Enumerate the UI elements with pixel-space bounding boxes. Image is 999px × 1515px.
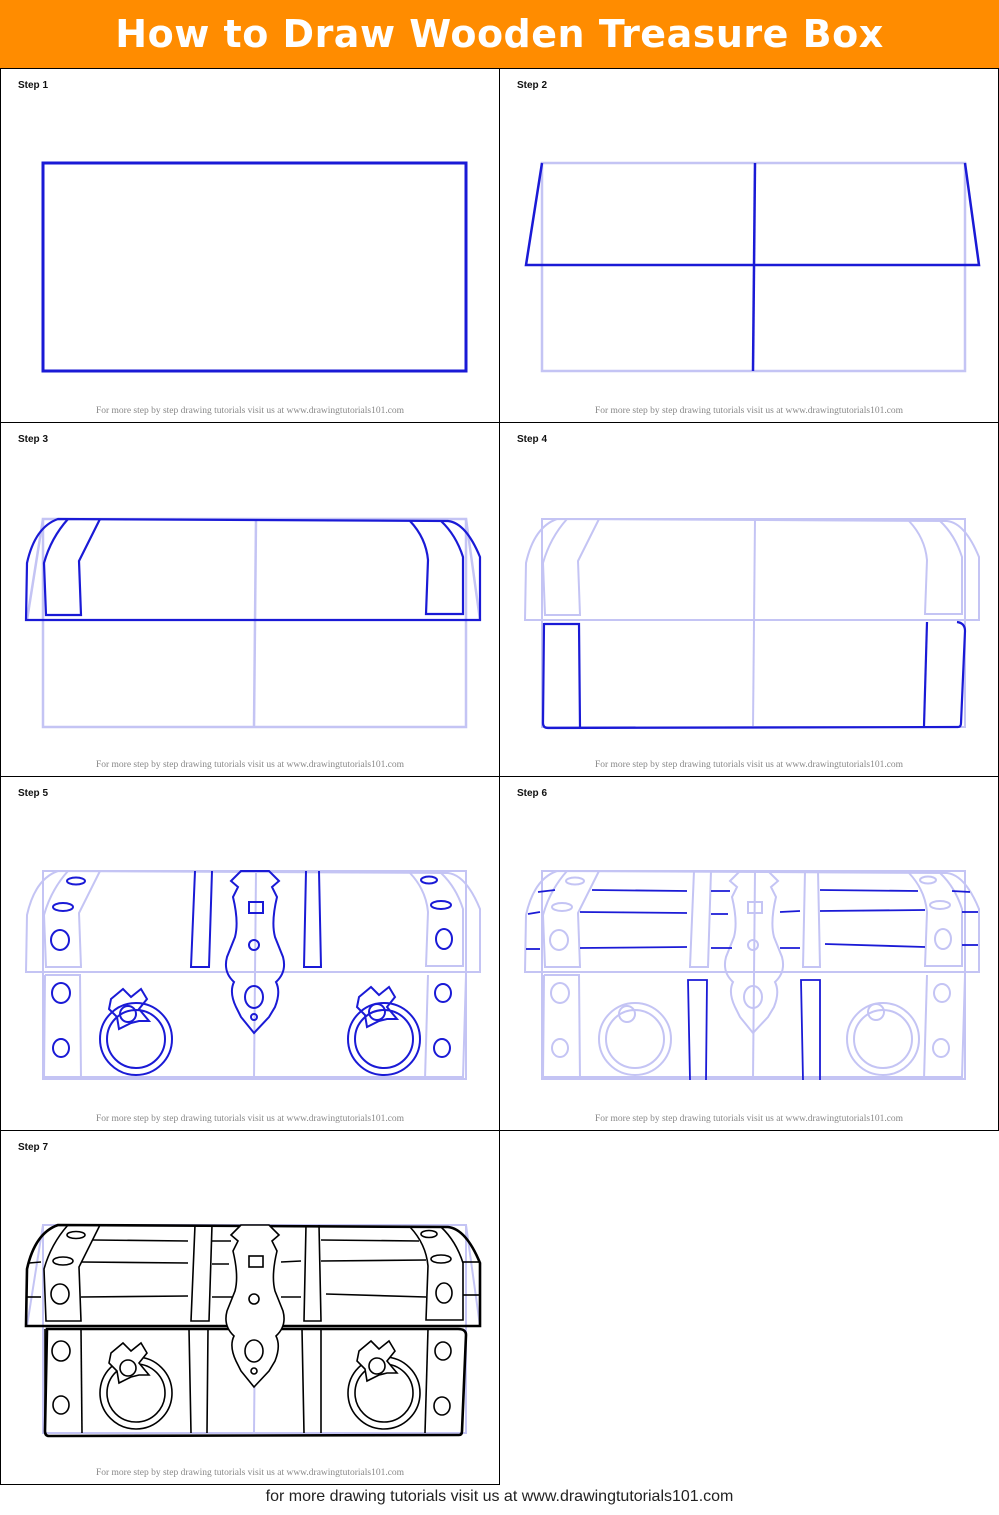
page-title: How to Draw Wooden Treasure Box [115, 12, 884, 56]
step-1-drawing [41, 161, 468, 373]
step-panel-2: Step 2 For more step by step drawing tut… [499, 68, 999, 423]
step-label: Step 5 [18, 788, 49, 799]
step-credit: For more step by step drawing tutorials … [95, 1114, 405, 1124]
step-label: Step 6 [517, 788, 548, 799]
step-label: Step 4 [517, 434, 548, 445]
step-label: Step 7 [18, 1142, 49, 1153]
step-4-drawing [523, 517, 980, 730]
step-credit: For more step by step drawing tutorials … [95, 1468, 405, 1478]
step-credit: For more step by step drawing tutorials … [95, 760, 405, 770]
step-5-drawing [24, 869, 481, 1080]
step-panel-3: Step 3 For more step by step drawing tut… [0, 422, 500, 777]
step-label: Step 1 [18, 80, 49, 91]
page-header: How to Draw Wooden Treasure Box [0, 0, 999, 68]
step-panel-1: Step 1 For more step by step drawing tut… [0, 68, 500, 423]
footer-credit: for more drawing tutorials visit us at w… [265, 1488, 734, 1505]
step-credit: For more step by step drawing tutorials … [594, 406, 904, 416]
step-label: Step 2 [517, 80, 548, 91]
step-credit: For more step by step drawing tutorials … [594, 1114, 904, 1124]
step-2-drawing [524, 161, 981, 373]
step-panel-6: Step 6 [499, 776, 999, 1131]
step-panel-7: Step 7 [0, 1130, 500, 1485]
step-7-drawing [24, 1223, 482, 1438]
step-6-drawing [523, 869, 980, 1081]
step-3-drawing [24, 517, 482, 729]
step-panel-5: Step 5 [0, 776, 500, 1131]
step-label: Step 3 [18, 434, 49, 445]
step-credit: For more step by step drawing tutorials … [95, 406, 405, 416]
step-credit: For more step by step drawing tutorials … [594, 760, 904, 770]
step-panel-4: Step 4 For more step by step drawing tut… [499, 422, 999, 777]
